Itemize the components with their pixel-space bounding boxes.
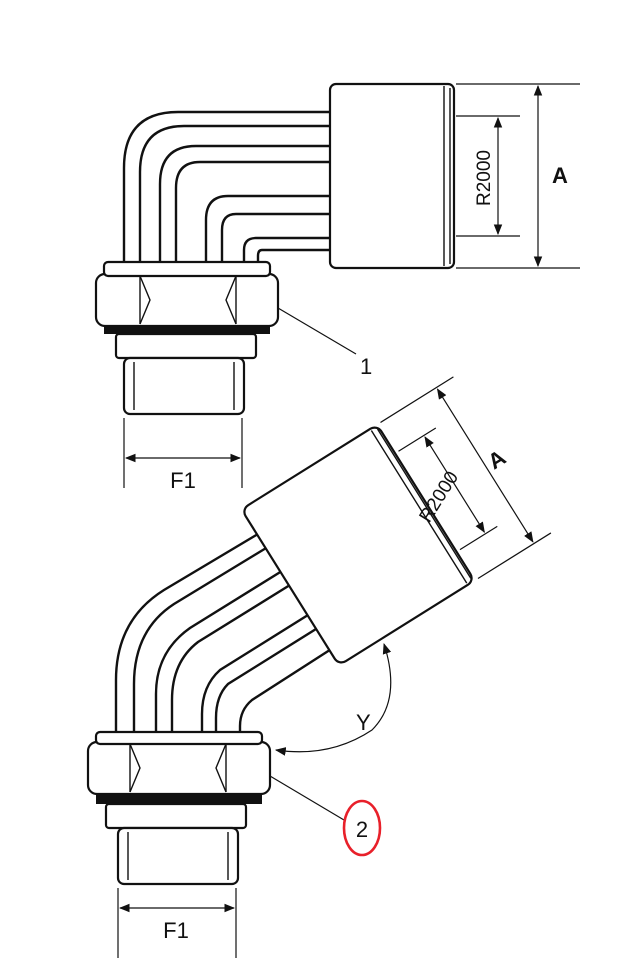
top-callout-leader	[277, 307, 357, 355]
bottom-dim-r-line	[424, 436, 485, 533]
top-callout-label: 1	[360, 354, 372, 379]
top-thread	[122, 356, 246, 416]
top-pipes	[122, 110, 332, 264]
bottom-dim-a-line	[436, 388, 534, 543]
top-body	[328, 82, 456, 270]
elbow-45-fitting: A R2000 Y F1 2	[86, 376, 552, 958]
top-shank	[114, 332, 258, 360]
top-dim-f1-label: F1	[170, 468, 196, 493]
bottom-angle-label: Y	[356, 710, 371, 735]
bottom-pipes	[114, 526, 338, 742]
top-nut	[94, 272, 280, 328]
bottom-dim-f1-label: F1	[163, 918, 189, 943]
top-dim-a-label: A	[552, 163, 568, 188]
top-dim-r-label: R2000	[474, 150, 495, 206]
bottom-nut	[86, 740, 272, 796]
bottom-callout-label: 2	[356, 817, 368, 842]
bottom-shank	[104, 802, 248, 830]
bottom-thread	[116, 826, 240, 886]
callout-highlight-circle	[342, 799, 382, 857]
bottom-callout-leader	[269, 775, 345, 821]
elbow-90-fitting: A R2000 F1 1	[94, 82, 580, 493]
bottom-angle-arc	[274, 642, 392, 756]
